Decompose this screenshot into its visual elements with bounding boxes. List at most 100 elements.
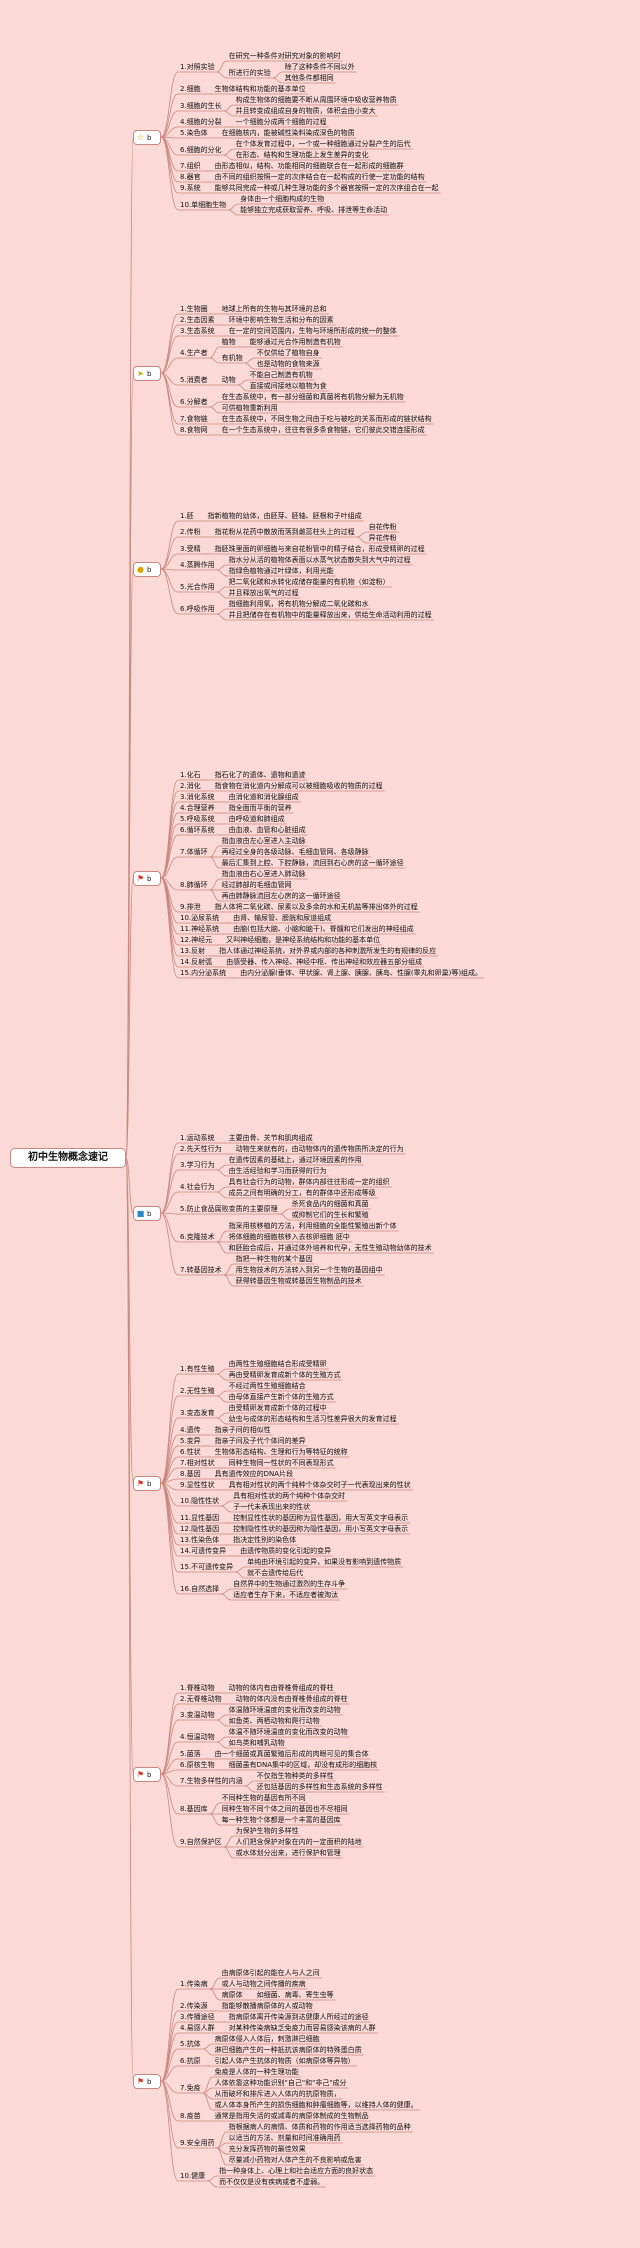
subtopic-item[interactable]: 就不会遗传给后代 <box>247 1569 304 1577</box>
topic-item[interactable]: 1.化石 <box>180 771 201 779</box>
subtopic-item[interactable]: 并且把储存在有机物中的能量释放出来，供给生命活动利用的过程 <box>228 611 432 619</box>
subtopic-item[interactable]: 由呼吸道和肺组成 <box>228 815 285 823</box>
subtopic-item[interactable]: 由肾、输尿管、膀胱和尿道组成 <box>233 914 332 922</box>
topic-item[interactable]: 5.抗体 <box>180 2040 201 2048</box>
topic-item[interactable]: 5.变异 <box>180 1437 201 1445</box>
subtopic-item[interactable]: 指病原体离开传染源到达健康人所经过的途径 <box>228 2013 369 2021</box>
subtopic-item[interactable]: 淋巴细胞产生的一种抵抗该病原体的特殊蛋白质 <box>214 2046 362 2054</box>
subtopic-item[interactable]: 为保护生物的多样性 <box>235 1827 299 1835</box>
topic-item[interactable]: 1.生物圈 <box>180 305 208 313</box>
subtopic-item[interactable]: 病原体侵入人体后，刺激淋巴细胞 <box>214 2035 320 2043</box>
subtopic-item[interactable]: 动物的体内有由脊椎骨组成的脊柱 <box>228 1684 334 1692</box>
topic-item[interactable]: 8.食物网 <box>180 426 208 434</box>
subtopic-item[interactable]: 指一种身体上、心理上和社会适应方面的良好状态 <box>219 2167 374 2175</box>
topic-item[interactable]: 5.菌落 <box>180 1750 201 1758</box>
subtopic-item[interactable]: 自然界中的生物通过激烈的生存斗争 <box>233 1580 346 1588</box>
subtopic-item[interactable]: 由受精卵发育成新个体的过程中 <box>228 1404 327 1412</box>
subtopic-item[interactable]: 指花粉从花药中散放而落到雌蕊柱头上的过程 <box>214 528 355 536</box>
subtopic-item[interactable]: 在细胞核内，能被碱性染料染成深色的物质 <box>221 129 355 137</box>
subtopic-item[interactable]: 指食物在消化道内分解成可以被细胞吸收的物质的过程 <box>214 782 383 790</box>
subtopic-item[interactable]: 能够共同完成一种或几种生理功能的多个器官按照一定的次序组合在一起 <box>214 184 439 192</box>
branch-badge[interactable]: ⚑b <box>133 1767 161 1782</box>
subtopic-item[interactable]: 或抑制它们的生长和繁殖 <box>291 1211 369 1219</box>
topic-item[interactable]: 2.先天性行为 <box>180 1145 222 1153</box>
subtopic-item[interactable]: 指胚珠里面的卵细胞与来自花粉管中的精子结合，形成受精卵的过程 <box>214 545 425 553</box>
subtopic-item[interactable]: 由感受器、传入神经、神经中枢、传出神经和效应器五部分组成 <box>226 958 423 966</box>
subtopic-item[interactable]: 生物体形态结构、生理和行为等特征的统称 <box>214 1448 348 1456</box>
branch-badge[interactable]: ⚑b <box>133 2074 161 2089</box>
subtopic-item[interactable]: 并且释放出氧气的过程 <box>228 589 299 597</box>
topic-item[interactable]: 1.胚 <box>180 512 194 520</box>
subtopic-item[interactable]: 病原体 <box>221 1991 243 1999</box>
subtopic-item[interactable]: 指决定性别的染色体 <box>233 1536 297 1544</box>
topic-item[interactable]: 8.疫苗 <box>180 2112 201 2120</box>
topic-item[interactable]: 1.对照实验 <box>180 63 215 71</box>
subtopic-item[interactable]: 除了这种条件不同以外 <box>284 63 355 71</box>
subtopic-item[interactable]: 适应者生存下来，不适应者被淘汰 <box>233 1591 339 1599</box>
subtopic-item[interactable]: 指绿色植物通过叶绿体，利用光能 <box>228 567 334 575</box>
subtopic-item[interactable]: 动物 <box>221 376 236 384</box>
topic-item[interactable]: 7.体循环 <box>180 848 208 856</box>
subtopic-item[interactable]: 不同种生物的基因有所不同 <box>221 1794 306 1802</box>
subtopic-item[interactable]: 控制显性性状的基因称为显性基因，用大写英文字母表示 <box>233 1514 409 1522</box>
subtopic-item[interactable]: 用生物技术的方法转入到另一个生物的基因组中 <box>235 1266 383 1274</box>
subtopic-item[interactable]: 身体由一个细胞构成的生物 <box>240 195 325 203</box>
subtopic-item[interactable]: 能够独立完成获取营养、呼吸、排泄等生命活动 <box>240 206 388 214</box>
subtopic-item[interactable]: 杀死食品内的细菌和真菌 <box>291 1200 369 1208</box>
topic-item[interactable]: 8.肺循环 <box>180 881 208 889</box>
subtopic-item[interactable]: 地球上所有的生物与其环境的总和 <box>221 305 327 313</box>
subtopic-item[interactable]: 在一定的空间范围内，生物与环境所形成的统一的整体 <box>228 327 397 335</box>
subtopic-item[interactable]: 植物 <box>221 338 236 346</box>
topic-item[interactable]: 4.合理营养 <box>180 804 215 812</box>
topic-item[interactable]: 7.相对性状 <box>180 1459 215 1467</box>
subtopic-item[interactable]: 充分发挥药物的最佳效果 <box>228 2145 306 2153</box>
subtopic-item[interactable]: 或人体本身所产生的损伤细胞和肿瘤细胞等，以维持人体的健康。 <box>214 2101 418 2109</box>
topic-item[interactable]: 5.染色体 <box>180 129 208 137</box>
topic-item[interactable]: 6.原核生物 <box>180 1761 215 1769</box>
subtopic-item[interactable]: 最后汇集到上腔、下腔静脉，流回到右心房的这一循环途径 <box>221 859 404 867</box>
subtopic-item[interactable]: 在生态系统中，不同生物之间由于吃与被吃的关系而形成的链状结构 <box>221 415 432 423</box>
subtopic-item[interactable]: 不能自己制造有机物 <box>249 371 313 379</box>
subtopic-item[interactable]: 在遗传因素的基础上，通过环境因素的作用 <box>228 1156 362 1164</box>
subtopic-item[interactable]: 在生态系统中，有一部分细菌和真菌将有机物分解为无机物 <box>221 393 404 401</box>
subtopic-item[interactable]: 由一个细菌或真菌繁殖后形成的肉眼可见的集合体 <box>214 1750 369 1758</box>
topic-item[interactable]: 7.食物链 <box>180 415 208 423</box>
topic-item[interactable]: 1.传染病 <box>180 1980 208 1988</box>
topic-item[interactable]: 4.生产者 <box>180 349 208 357</box>
topic-item[interactable]: 6.克隆技术 <box>180 1233 215 1241</box>
subtopic-item[interactable]: 由消化道和消化腺组成 <box>228 793 299 801</box>
subtopic-item[interactable]: 可供植物重新利用 <box>221 404 278 412</box>
topic-item[interactable]: 4.细胞的分裂 <box>180 118 222 126</box>
subtopic-item[interactable]: 从而破坏和排斥进入人体内的抗原物质， <box>214 2090 341 2098</box>
branch-badge[interactable]: ☆b <box>133 130 161 145</box>
topic-item[interactable]: 11.神经系统 <box>180 925 220 933</box>
topic-item[interactable]: 6.抗原 <box>180 2057 201 2065</box>
topic-item[interactable]: 5.消费者 <box>180 376 208 384</box>
topic-item[interactable]: 3.变温动物 <box>180 1711 215 1719</box>
subtopic-item[interactable]: 由生活经验和学习而获得的行为 <box>228 1167 327 1175</box>
topic-item[interactable]: 2.传染源 <box>180 2002 208 2010</box>
subtopic-item[interactable]: 体温不随环境温度的变化而改变的动物 <box>228 1728 348 1736</box>
topic-item[interactable]: 14.反射弧 <box>180 958 213 966</box>
subtopic-item[interactable]: 有机物 <box>221 354 243 362</box>
topic-item[interactable]: 5.光合作用 <box>180 583 215 591</box>
subtopic-item[interactable]: 异花传粉 <box>368 534 397 542</box>
subtopic-item[interactable]: 幼虫与成体的形态结构和生活习性差异很大的发育过程 <box>228 1415 397 1423</box>
subtopic-item[interactable]: 指血液由右心室进入肺动脉 <box>221 870 306 878</box>
subtopic-item[interactable]: 以适当的方法、剂量和时间准确用药 <box>228 2134 341 2142</box>
subtopic-item[interactable]: 其他条件都相同 <box>284 74 334 82</box>
subtopic-item[interactable]: 由病原体引起的能在人与人之间 <box>221 1969 320 1977</box>
subtopic-item[interactable]: 不仅指生物种类的多样性 <box>256 1772 334 1780</box>
topic-item[interactable]: 14.可遗传变异 <box>180 1547 227 1555</box>
subtopic-item[interactable]: 生物体结构和功能的基本单位 <box>214 85 306 93</box>
branch-badge[interactable]: ⚑b <box>133 871 161 886</box>
subtopic-item[interactable]: 再由肺静脉流回左心房的这一循环途径 <box>221 892 341 900</box>
topic-item[interactable]: 16.自然选择 <box>180 1585 220 1593</box>
topic-item[interactable]: 6.循环系统 <box>180 826 215 834</box>
subtopic-item[interactable]: 通常是指用失活的或减毒的病原体制成的生物制品 <box>214 2112 369 2120</box>
topic-item[interactable]: 7.转基因技术 <box>180 1266 222 1274</box>
topic-item[interactable]: 13.性染色体 <box>180 1536 220 1544</box>
subtopic-item[interactable]: 指石化了的遗体、遗物和遗迹 <box>214 771 306 779</box>
subtopic-item[interactable]: 指把一种生物的某个基因 <box>235 1255 313 1263</box>
topic-item[interactable]: 9.系统 <box>180 184 201 192</box>
